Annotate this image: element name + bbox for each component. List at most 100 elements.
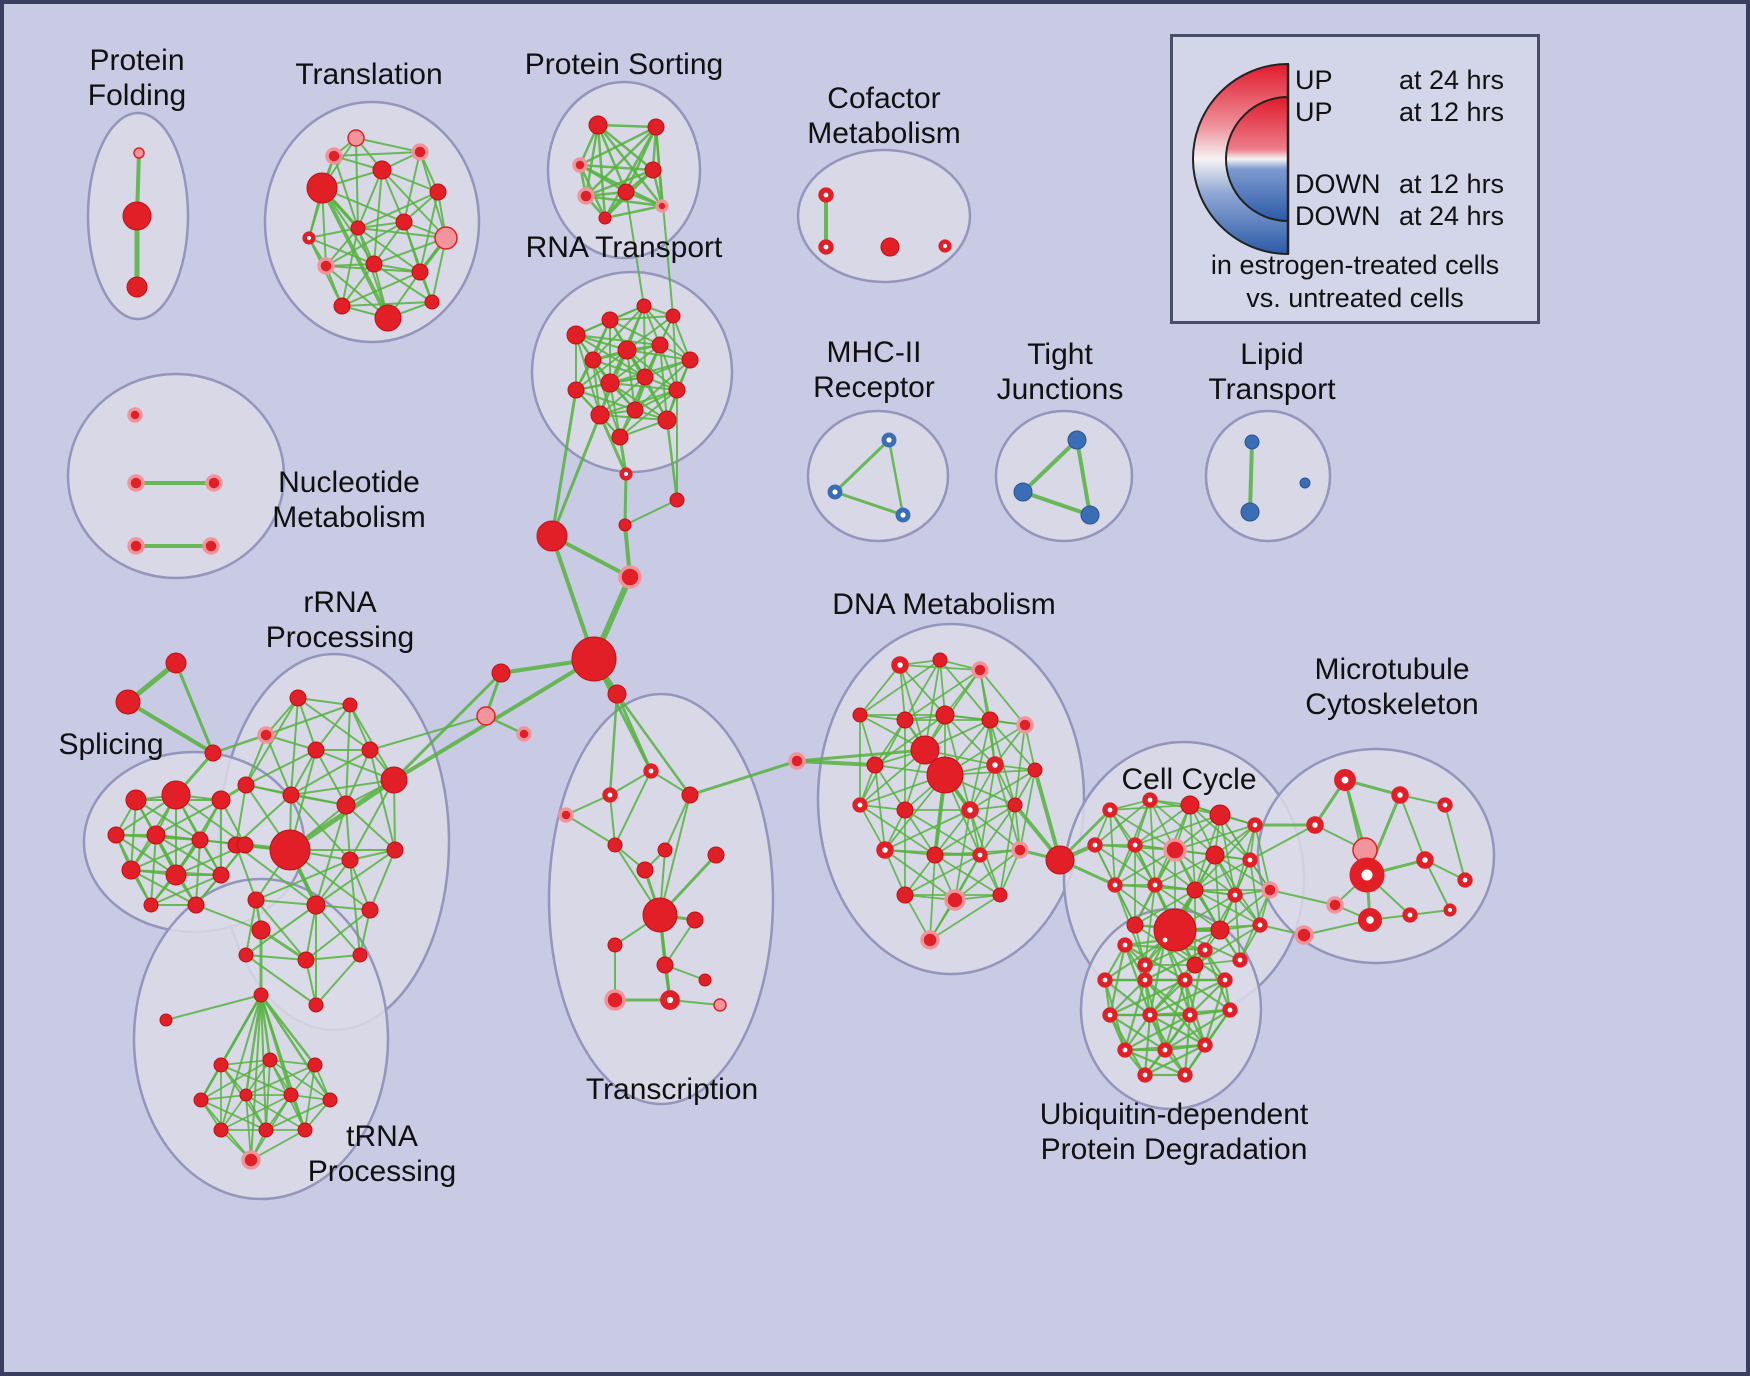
network-node-m6 xyxy=(1349,857,1385,893)
network-edge xyxy=(1109,809,1116,886)
network-node-rr19 xyxy=(352,947,368,963)
network-node-tx10 xyxy=(686,911,704,929)
network-edge xyxy=(1094,799,1151,846)
network-node-tn5 xyxy=(307,1057,323,1073)
network-edge xyxy=(1075,438,1092,517)
network-node-m11 xyxy=(1402,907,1418,923)
network-edge xyxy=(874,714,946,766)
network-edge xyxy=(608,692,619,797)
network-node-rt5 xyxy=(584,351,602,369)
network-edge xyxy=(373,169,383,265)
network-edge xyxy=(174,661,215,755)
network-edge xyxy=(290,749,317,796)
network-edge xyxy=(1109,809,1176,851)
network-edge xyxy=(874,764,906,811)
network-edge xyxy=(904,659,941,721)
network-edge xyxy=(305,954,361,961)
network-edge xyxy=(1148,978,1227,1017)
network-edge xyxy=(345,704,351,806)
network-node-m10 xyxy=(1357,907,1383,933)
network-edge xyxy=(833,438,891,494)
network-edge xyxy=(665,418,679,502)
network-node-rr6 xyxy=(237,776,255,794)
network-node-d24 xyxy=(992,887,1008,903)
network-edge xyxy=(584,194,664,208)
legend-up-12-time: at 12 hrs xyxy=(1399,97,1505,127)
cluster-label-dna-metabolism: DNA Metabolism xyxy=(832,588,1055,621)
network-node-h4 xyxy=(618,518,632,532)
cluster-label-nucleotide-metabolism: Nucleotide xyxy=(278,466,420,499)
network-node-rr15 xyxy=(306,895,326,915)
network-node-d14 xyxy=(852,797,868,813)
network-node-u4 xyxy=(1097,972,1113,988)
network-edge xyxy=(1188,978,1227,1017)
network-node-t8 xyxy=(395,213,413,231)
network-node-tn4 xyxy=(262,1052,278,1068)
network-node-tn8 xyxy=(283,1087,299,1103)
network-edge xyxy=(357,191,439,229)
network-edge xyxy=(859,714,876,766)
network-node-d17 xyxy=(1007,797,1023,813)
network-edge xyxy=(357,227,421,273)
cluster-label-tight-junctions: Junctions xyxy=(997,373,1124,406)
cluster-label-microtubule-cytoskeleton: Cytoskeleton xyxy=(1305,688,1478,721)
network-node-cc12 xyxy=(1147,877,1163,893)
network-edge xyxy=(1189,804,1251,861)
network-edge xyxy=(643,305,646,378)
network-edge xyxy=(357,227,389,319)
network-edge xyxy=(373,237,447,265)
network-node-tn3 xyxy=(213,1057,229,1073)
network-edge xyxy=(333,151,421,157)
network-edge xyxy=(315,749,395,781)
network-node-ps7 xyxy=(598,211,612,225)
network-node-d10 xyxy=(910,735,940,765)
network-node-rt9 xyxy=(567,381,585,399)
network-node-tx2 xyxy=(602,787,618,803)
network-node-cc19 xyxy=(1252,917,1268,933)
network-node-ps5 xyxy=(577,187,595,205)
network-node-u10 xyxy=(1182,1007,1198,1023)
network-edge xyxy=(1148,978,1187,1017)
network-node-cc11 xyxy=(1107,877,1123,893)
legend-caption-line2: vs. untreated cells xyxy=(1246,283,1464,313)
cluster-label-splicing: Splicing xyxy=(58,728,163,761)
network-edge xyxy=(899,664,906,721)
network-node-cc14 xyxy=(1227,887,1243,903)
network-node-rr16 xyxy=(361,901,379,919)
network-edge xyxy=(1444,804,1466,881)
network-node-m4 xyxy=(1306,816,1324,834)
network-node-d5 xyxy=(896,711,914,729)
network-edge xyxy=(1014,724,1026,806)
network-edge xyxy=(1194,924,1261,966)
network-node-u13 xyxy=(1157,1042,1173,1058)
network-edge xyxy=(609,382,678,391)
network-edge xyxy=(609,794,616,846)
network-edge xyxy=(575,334,661,346)
network-node-tx9 xyxy=(642,897,678,933)
network-edge xyxy=(155,799,222,836)
network-node-mh1 xyxy=(881,432,897,448)
network-node-m12 xyxy=(1443,903,1457,917)
network-edge xyxy=(369,849,396,911)
network-edge xyxy=(626,349,691,361)
network-edge xyxy=(250,1129,306,1161)
network-edge xyxy=(874,719,906,766)
network-edge xyxy=(623,472,628,527)
network-node-c3 xyxy=(516,726,532,742)
network-edge xyxy=(1108,978,1187,1017)
network-node-cc15 xyxy=(1261,881,1279,899)
cluster-label-transcription: Transcription xyxy=(586,1073,758,1106)
network-edge xyxy=(245,954,317,1006)
network-edge xyxy=(345,804,396,851)
network-node-cc3 xyxy=(1180,795,1200,815)
network-edge xyxy=(643,305,691,361)
network-edge xyxy=(1154,854,1216,886)
network-edge xyxy=(297,697,351,706)
network-edge xyxy=(596,123,664,208)
network-node-ps1 xyxy=(588,115,608,135)
cluster-label-ubiquitin-degradation: Ubiquitin-dependent xyxy=(1040,1098,1309,1131)
network-node-d21 xyxy=(1011,841,1029,859)
network-edge xyxy=(115,834,177,876)
network-edge xyxy=(1214,854,1271,891)
network-edge xyxy=(1021,438,1079,494)
